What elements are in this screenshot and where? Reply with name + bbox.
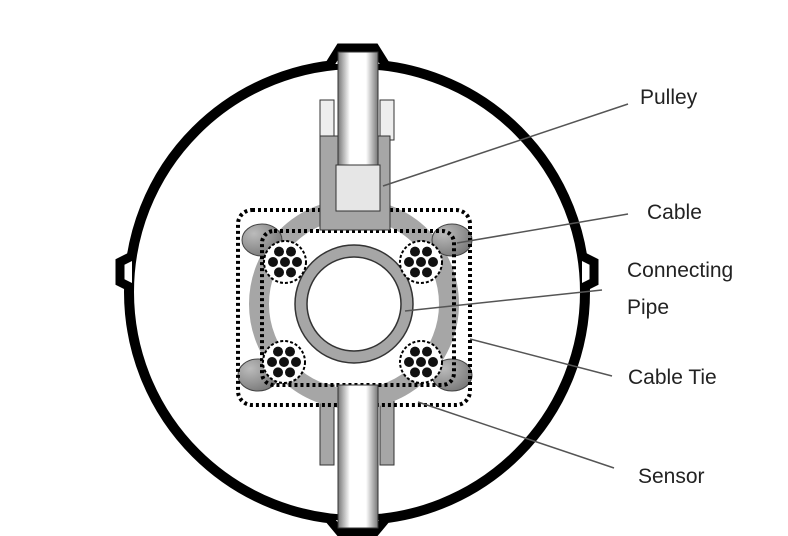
cable-strand (291, 357, 301, 367)
cable-strand (416, 357, 426, 367)
leader-cable (456, 213, 629, 244)
cable-strand (410, 267, 420, 278)
cable-strand (422, 267, 432, 278)
cable-bundle (399, 240, 443, 284)
cable-strand (422, 246, 432, 257)
pulley-wheel-bottom (337, 384, 379, 529)
cable-strand (422, 346, 432, 357)
cable-bundle (399, 340, 443, 384)
cable-strand (404, 357, 414, 367)
cable-bundle (262, 340, 306, 384)
leader-sensor (417, 401, 615, 469)
cable-strand (286, 267, 296, 278)
cable-strand (274, 246, 284, 257)
cable-strand (267, 357, 277, 367)
cable-strand (422, 367, 432, 378)
cable-tie-outline (260, 229, 456, 387)
label-pulley: Pulley (640, 86, 698, 109)
label-sensor: Sensor (638, 465, 705, 488)
cable-strand (410, 346, 420, 357)
cable-strand (279, 357, 289, 367)
cable-strand (280, 257, 290, 267)
pulley-block (335, 164, 381, 212)
leader-connecting-pipe (404, 289, 603, 312)
leader-cable-tie (469, 338, 613, 377)
leader-lines (382, 103, 629, 469)
cable-strand (268, 257, 278, 267)
cable-strand (404, 257, 414, 267)
cables (262, 240, 443, 384)
leader-pulley (382, 103, 629, 187)
cable-strand (285, 367, 295, 378)
label-cable: Cable (647, 201, 702, 224)
cable-strand (410, 367, 420, 378)
cable-strand (285, 346, 295, 357)
cable-strand (410, 246, 420, 257)
label-cable-tie: Cable Tie (628, 366, 717, 389)
cable-strand (273, 367, 283, 378)
cable-strand (428, 257, 438, 267)
cable-strand (273, 346, 283, 357)
label-connecting-pipe-1: Connecting (627, 259, 734, 282)
label-connecting-pipe-2: Pipe (627, 296, 670, 319)
connecting-pipe (294, 244, 414, 364)
cable-bundle (263, 240, 307, 284)
pulley-wheel-top (337, 51, 379, 173)
cable-strand (274, 267, 284, 278)
cable-strand (416, 257, 426, 267)
cable-strand (292, 257, 302, 267)
cable-strand (428, 357, 438, 367)
cable-strand (286, 246, 296, 257)
